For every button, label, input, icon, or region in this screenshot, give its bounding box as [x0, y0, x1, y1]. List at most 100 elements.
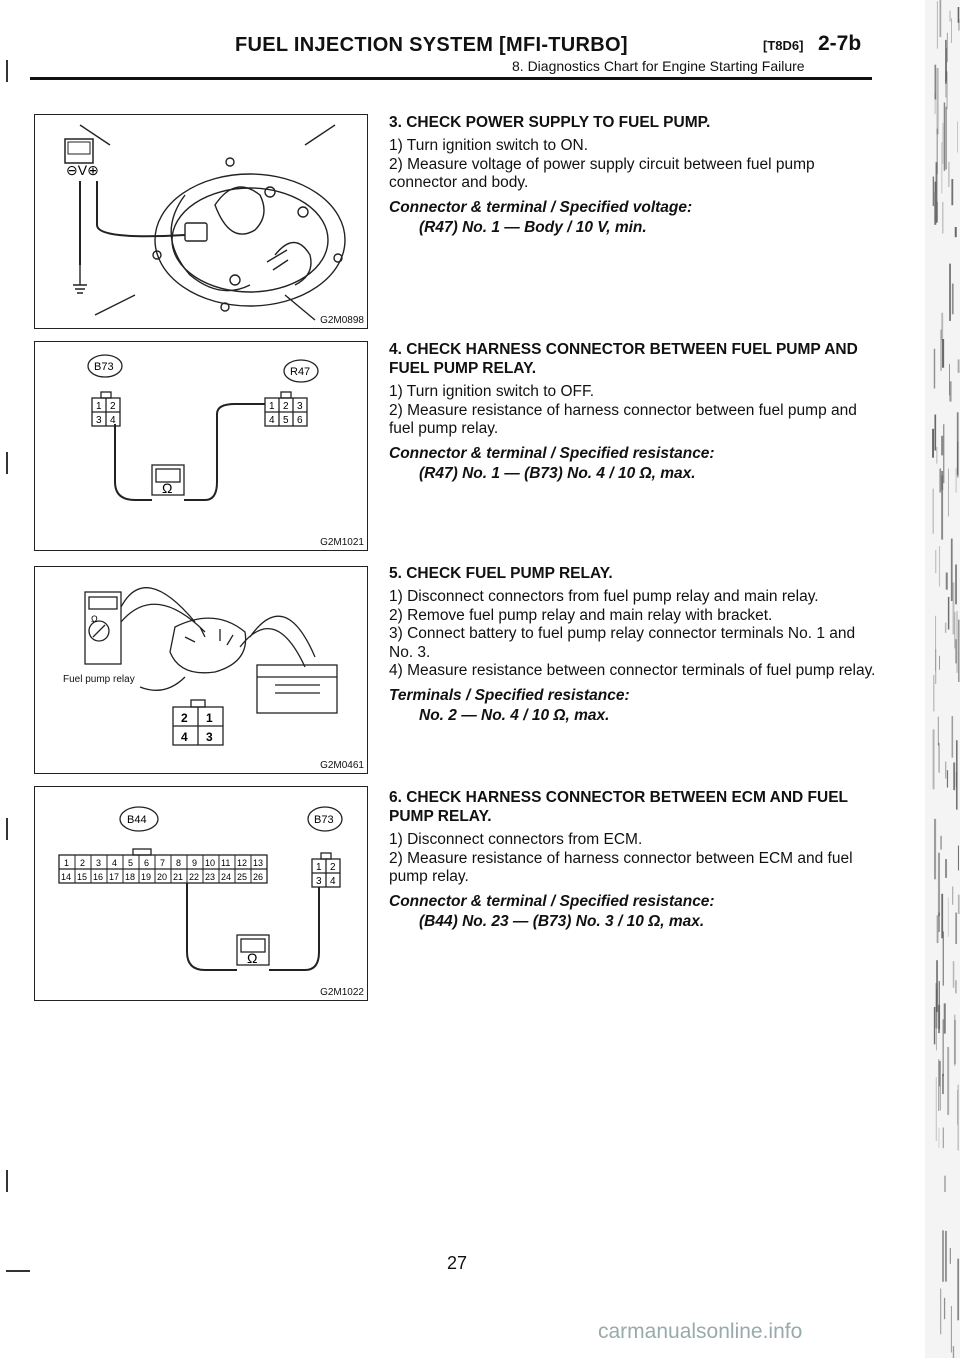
svg-text:1: 1: [96, 401, 102, 412]
svg-text:4: 4: [181, 730, 188, 744]
step: 2) Measure voltage of power supply circu…: [389, 155, 815, 192]
svg-text:⊖V⊕: ⊖V⊕: [66, 162, 99, 178]
page-subtitle: 8. Diagnostics Chart for Engine Starting…: [512, 58, 805, 74]
section-check-harness-ecm: 6. CHECK HARNESS CONNECTOR BETWEEN ECM A…: [389, 788, 879, 932]
section-heading: 3. CHECK POWER SUPPLY TO FUEL PUMP.: [389, 114, 711, 131]
svg-text:3: 3: [297, 401, 303, 412]
relay-test-illustration: 2 1 4 3 Ω: [84, 587, 338, 746]
watermark: carmanualsonline.info: [598, 1320, 803, 1343]
pin-label: 11: [221, 858, 230, 868]
pin-label: 17: [109, 872, 119, 882]
connector-b73-label: B73: [94, 361, 114, 373]
svg-text:5: 5: [283, 415, 289, 426]
pin-label: 18: [125, 872, 135, 882]
section-check-power-supply: 3. CHECK POWER SUPPLY TO FUEL PUMP. 1) T…: [389, 113, 879, 238]
svg-text:1: 1: [269, 401, 275, 412]
spec-value: No. 2 — No. 4 / 10 Ω, max.: [419, 706, 610, 724]
svg-text:2: 2: [110, 401, 116, 412]
pin-label: 25: [237, 872, 247, 882]
fuel-pump-illustration: ⊖V⊕: [64, 124, 346, 321]
pin-label: 8: [176, 858, 181, 868]
page-reference: 2-7b: [818, 32, 862, 55]
scan-binding-edge: [925, 0, 960, 1358]
connector-b73-label: B73: [314, 814, 334, 826]
page-number: 27: [447, 1253, 468, 1273]
step: 2) Remove fuel pump relay and main relay…: [389, 606, 773, 624]
section-heading: 4. CHECK HARNESS CONNECTOR BETWEEN FUEL …: [389, 341, 858, 377]
section-code: [T8D6]: [763, 38, 804, 53]
svg-text:1: 1: [206, 711, 213, 725]
connector-b44-label: B44: [127, 814, 147, 826]
pin-label: 21: [173, 872, 183, 882]
section-heading: 5. CHECK FUEL PUMP RELAY.: [389, 565, 613, 582]
svg-text:3: 3: [206, 730, 213, 744]
fuel-pump-relay-label: Fuel pump relay: [63, 674, 135, 685]
pin-label: 13: [253, 858, 263, 868]
svg-text:4: 4: [110, 415, 116, 426]
svg-text:4: 4: [269, 415, 275, 426]
svg-text:6: 6: [297, 415, 303, 426]
pin-label: 14: [61, 872, 71, 882]
step: 3) Connect battery to fuel pump relay co…: [389, 625, 856, 661]
figure-code: G2M1021: [320, 537, 364, 548]
step: 2) Measure resistance of harness connect…: [389, 401, 857, 438]
pin-label: 5: [128, 858, 133, 868]
spec-value: (B44) No. 23 — (B73) No. 3 / 10 Ω, max.: [419, 912, 705, 930]
spec-label: Connector & terminal / Specified resista…: [389, 892, 715, 910]
svg-text:2: 2: [283, 401, 289, 412]
svg-text:3: 3: [96, 415, 102, 426]
connector-r47-label: R47: [290, 366, 310, 378]
pin-label: 19: [141, 872, 151, 882]
svg-text:2: 2: [330, 862, 336, 873]
pin-label: 6: [144, 858, 149, 868]
pin-label: 24: [221, 872, 231, 882]
section-check-relay: 5. CHECK FUEL PUMP RELAY. 1) Disconnect …: [389, 564, 879, 726]
step: 4) Measure resistance between connector …: [389, 662, 876, 679]
pin-label: 7: [160, 858, 165, 868]
pin-label: 10: [205, 858, 215, 868]
svg-text:4: 4: [330, 876, 336, 887]
figure-fuel-pump-voltage: ⊖V⊕ G2M0898: [34, 114, 368, 329]
pin-label: 26: [253, 872, 263, 882]
margin-mark: [6, 60, 8, 82]
pin-label: 16: [93, 872, 103, 882]
figure-code: G2M0461: [320, 760, 364, 771]
section-check-harness-fuel-pump: 4. CHECK HARNESS CONNECTOR BETWEEN FUEL …: [389, 340, 879, 484]
margin-mark: [6, 1270, 30, 1272]
svg-text:Ω: Ω: [91, 614, 98, 624]
pin-label: 20: [157, 872, 167, 882]
pin-label: 9: [192, 858, 197, 868]
figure-code: G2M1022: [320, 987, 364, 998]
ohm-symbol: Ω: [247, 950, 257, 966]
step: 1) Turn ignition switch to ON.: [389, 137, 588, 154]
pin-label: 12: [237, 858, 247, 868]
spec-label: Terminals / Specified resistance:: [389, 686, 630, 704]
step: 1) Turn ignition switch to OFF.: [389, 383, 595, 400]
section-heading: 6. CHECK HARNESS CONNECTOR BETWEEN ECM A…: [389, 789, 848, 825]
page-title: FUEL INJECTION SYSTEM [MFI-TURBO]: [235, 34, 628, 56]
pin-label: 2: [80, 858, 85, 868]
svg-text:2: 2: [181, 711, 188, 725]
pin-label: 22: [189, 872, 199, 882]
pin-label: 1: [64, 858, 69, 868]
header-rule: [30, 77, 872, 80]
pin-label: 23: [205, 872, 215, 882]
svg-text:1: 1: [316, 862, 322, 873]
relay-pins: 2 1 4 3: [181, 711, 213, 744]
pin-label: 4: [112, 858, 117, 868]
spec-value: (R47) No. 1 — Body / 10 V, min.: [419, 218, 647, 236]
margin-mark: [6, 1170, 8, 1192]
figure-code: G2M0898: [320, 315, 364, 326]
ohm-symbol: Ω: [162, 480, 172, 496]
step: 1) Disconnect connectors from fuel pump …: [389, 588, 819, 605]
spec-value: (R47) No. 1 — (B73) No. 4 / 10 Ω, max.: [419, 464, 696, 482]
pin-label: 15: [77, 872, 87, 882]
